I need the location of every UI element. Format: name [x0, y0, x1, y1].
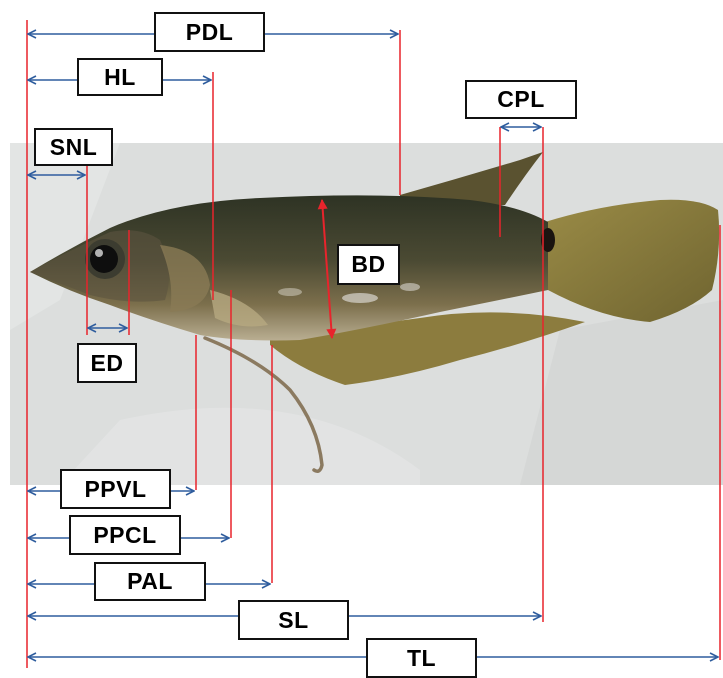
label-tl: TL — [366, 638, 477, 678]
label-ppvl: PPVL — [60, 469, 171, 509]
label-snl: SNL — [34, 128, 113, 166]
label-pal: PAL — [94, 562, 206, 601]
label-ppcl: PPCL — [69, 515, 181, 555]
label-sl: SL — [238, 600, 349, 640]
label-hl: HL — [77, 58, 163, 96]
label-pdl: PDL — [154, 12, 265, 52]
label-cpl: CPL — [465, 80, 577, 119]
label-bd: BD — [337, 244, 400, 285]
label-ed: ED — [77, 343, 137, 383]
